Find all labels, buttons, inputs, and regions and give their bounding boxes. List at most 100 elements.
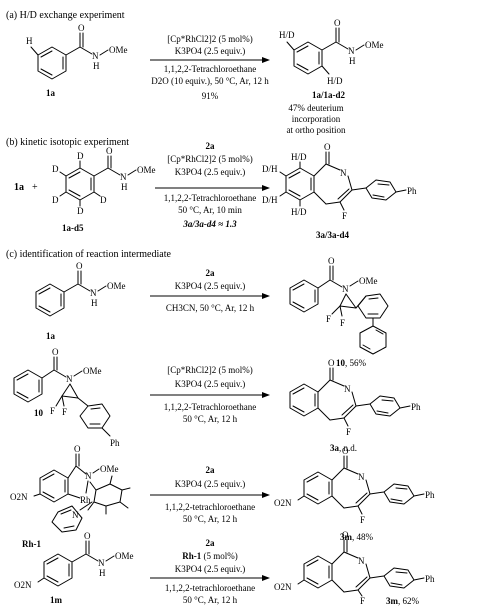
svg-text:OMe: OMe	[365, 40, 384, 50]
svg-text:Ph: Ph	[411, 402, 421, 412]
conditions-a-temp: D2O (10 equiv.), 50 °C, Ar, 12 h	[151, 76, 269, 86]
svg-text:O: O	[334, 18, 341, 28]
conditions-a-base: K3PO4 (2.5 equiv.)	[175, 46, 245, 56]
conditions-a-catalyst: [Cp*RhCl2]2 (5 mol%)	[167, 34, 253, 44]
svg-text:D: D	[77, 151, 84, 161]
svg-text:OMe: OMe	[100, 464, 119, 474]
svg-text:N: N	[340, 168, 347, 178]
svg-text:N: N	[92, 51, 99, 61]
structure-3m-row4: O2N O N F Ph	[274, 530, 435, 606]
conditions-c2-temp: 50 °C, Ar, 12 h	[183, 414, 238, 424]
conditions-c2-catalyst: [Cp*RhCl2]2 (5 mol%)	[167, 365, 253, 375]
svg-text:O: O	[84, 531, 91, 541]
label-10-reactant: 10	[34, 408, 44, 418]
structure-1a-d2: H/D O N H OMe H/D	[279, 18, 384, 86]
svg-text:F: F	[346, 427, 351, 437]
svg-text:N: N	[90, 288, 97, 298]
svg-text:F: F	[62, 407, 67, 417]
structure-rh-1: O N OMe Rh O2N N	[10, 444, 131, 533]
svg-text:O: O	[74, 444, 81, 454]
svg-text:OMe: OMe	[115, 551, 134, 561]
svg-text:O2N: O2N	[274, 582, 292, 592]
reagent-c1-2a: 2a	[206, 268, 216, 278]
svg-text:OMe: OMe	[109, 45, 128, 55]
reagent-c4-2a: 2a	[206, 538, 216, 548]
svg-text:N: N	[120, 172, 127, 182]
svg-text:O: O	[342, 530, 349, 540]
structure-10-reactant: O N OMe F F Ph	[13, 347, 120, 448]
label-1m: 1m	[50, 595, 63, 605]
conditions-a-solvent: 1,1,2,2-Tetrachloroethane	[164, 64, 257, 74]
note-a-line3: at ortho position	[287, 125, 346, 135]
label-10-product: 10, 56%	[336, 358, 367, 368]
svg-text:D/H: D/H	[262, 195, 278, 205]
svg-text:OMe: OMe	[137, 165, 156, 175]
svg-text:F: F	[360, 515, 365, 525]
svg-text:D: D	[52, 195, 59, 205]
svg-text:Rh: Rh	[80, 495, 91, 505]
reagent-b-2a: 2a	[206, 141, 216, 151]
plus-sign: +	[32, 182, 38, 193]
conditions-b-catalyst: [Cp*RhCl2]2 (5 mol%)	[167, 154, 253, 164]
svg-text:O2N: O2N	[274, 498, 292, 508]
svg-text:H: H	[99, 568, 106, 578]
svg-text:O: O	[324, 142, 331, 152]
structure-3a-d4: H/D D/H D/H H/D O N F Ph	[262, 142, 417, 221]
conditions-b-base: K3PO4 (2.5 equiv.)	[175, 167, 245, 177]
svg-text:O: O	[342, 446, 349, 456]
svg-text:H: H	[91, 298, 98, 308]
reagent-c3-2a: 2a	[206, 465, 216, 475]
svg-text:O2N: O2N	[10, 492, 28, 502]
yield-a: 91%	[202, 91, 219, 101]
svg-text:H: H	[121, 182, 128, 192]
svg-text:O: O	[76, 261, 83, 271]
structure-1a-row1: O N H OMe	[35, 261, 126, 317]
svg-text:H/D: H/D	[279, 30, 295, 40]
svg-text:Ph: Ph	[407, 186, 417, 196]
svg-text:F: F	[326, 314, 331, 324]
label-1a-d5: 1a-d5	[62, 223, 84, 233]
svg-text:D: D	[77, 206, 84, 216]
label-3m-row4: 3m, 62%	[386, 596, 420, 606]
note-a-line1: 47% deuterium	[288, 103, 343, 113]
svg-text:H: H	[26, 36, 33, 46]
svg-text:N: N	[85, 471, 92, 481]
conditions-c4-base: K3PO4 (2.5 equiv.)	[175, 564, 245, 574]
section-a-title: (a) H/D exchange experiment	[6, 10, 125, 21]
svg-text:N: N	[342, 284, 349, 294]
conditions-b-temp: 50 °C, Ar, 10 min	[178, 205, 242, 215]
svg-text:Ph: Ph	[425, 574, 435, 584]
svg-text:D: D	[52, 164, 59, 174]
svg-text:N: N	[344, 384, 351, 394]
conditions-c4-temp: 50 °C, Ar, 12 h	[183, 595, 238, 605]
svg-text:O: O	[78, 23, 85, 33]
svg-text:O: O	[52, 347, 59, 357]
svg-text:OMe: OMe	[83, 366, 102, 376]
svg-text:H/D: H/D	[327, 76, 343, 86]
label-3a-row2: 3a, n.d.	[330, 443, 357, 453]
svg-text:F: F	[342, 211, 347, 221]
svg-text:OMe: OMe	[107, 281, 126, 291]
conditions-c2-solvent: 1,1,2,2-Tetrachloroethane	[164, 402, 257, 412]
svg-text:O: O	[328, 358, 335, 368]
conditions-c3-base: K3PO4 (2.5 equiv.)	[175, 479, 245, 489]
svg-text:N: N	[98, 558, 105, 568]
section-c-title: (c) identification of reaction intermedi…	[6, 249, 171, 260]
svg-text:F: F	[340, 318, 345, 328]
svg-text:O2N: O2N	[14, 580, 32, 590]
svg-text:D: D	[100, 195, 107, 205]
svg-text:H: H	[349, 56, 356, 66]
structure-1m: O2N O N H OMe	[14, 531, 134, 590]
conditions-b-solvent: 1,1,2,2-Tetrachloroethane	[164, 193, 257, 203]
svg-text:O: O	[328, 256, 335, 266]
structure-1a-d5: D D D D D O N H OMe	[52, 146, 156, 216]
svg-text:N: N	[66, 374, 73, 384]
conditions-c1-base: K3PO4 (2.5 equiv.)	[175, 281, 245, 291]
svg-text:H/D: H/D	[291, 152, 307, 162]
conditions-c4-solvent: 1,1,2,2-tetrachloroethane	[165, 583, 255, 593]
svg-text:F: F	[360, 596, 365, 606]
svg-text:OMe: OMe	[359, 276, 378, 286]
conditions-c4-catalyst: Rh-1 (5 mol%)	[182, 551, 238, 561]
conditions-c2-base: K3PO4 (2.5 equiv.)	[175, 379, 245, 389]
